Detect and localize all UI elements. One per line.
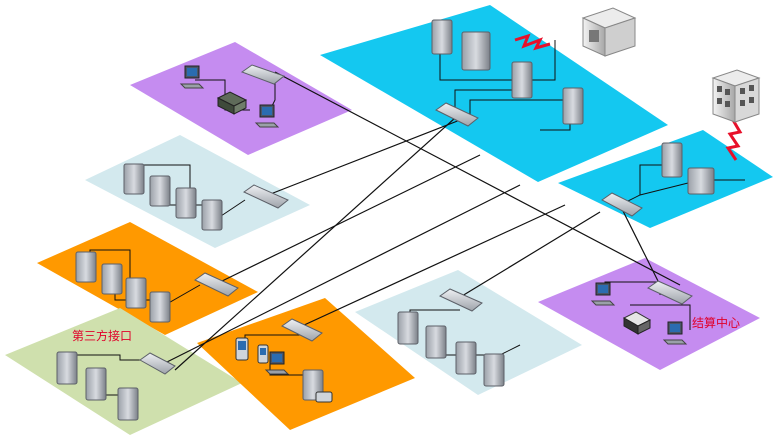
server-tower-icon (687, 167, 715, 195)
building-icon (711, 69, 761, 123)
network-switch-icon (435, 102, 479, 127)
wireless-link-icon (514, 33, 551, 51)
zone-settlement-center (538, 258, 760, 370)
printer-icon (216, 91, 248, 115)
settlement-center-label: 结算中心 (692, 315, 740, 330)
network-switch-icon (281, 318, 323, 342)
desktop-computer-icon (590, 282, 616, 306)
network-switch-icon (647, 280, 693, 305)
handheld-terminal-icon (315, 391, 333, 403)
server-tower-icon (397, 311, 419, 345)
zone-servers-lightblue-right (355, 270, 582, 395)
handheld-terminal-icon (257, 344, 269, 364)
network-switch-icon (601, 192, 643, 217)
network-switch-icon (240, 64, 286, 85)
desktop-computer-icon (254, 104, 280, 128)
server-tower-icon (562, 87, 584, 125)
wireless-link-icon (725, 119, 743, 161)
desktop-computer-icon (264, 351, 290, 375)
server-tower-icon (123, 163, 145, 195)
server-tower-icon (425, 325, 447, 359)
printer-icon (622, 311, 652, 335)
server-tower-icon (149, 175, 171, 207)
zone-servers-lightblue-left (85, 135, 310, 248)
server-tower-icon (483, 353, 505, 387)
server-tower-icon (117, 387, 139, 421)
network-switch-icon (439, 288, 483, 312)
handheld-terminal-icon (235, 337, 249, 361)
server-tower-icon (85, 367, 107, 401)
zone-central-servers (320, 5, 668, 182)
desktop-computer-icon (179, 65, 205, 89)
server-tower-icon (75, 251, 97, 283)
server-tower-icon (461, 31, 491, 71)
zone-mobile-terminals (197, 298, 415, 430)
server-tower-icon (149, 291, 171, 323)
server-tower-icon (56, 351, 78, 385)
server-tower-icon (175, 187, 197, 219)
desktop-computer-icon (662, 321, 688, 345)
network-switch-icon (194, 272, 239, 297)
server-tower-icon (455, 341, 477, 375)
server-tower-icon (101, 263, 123, 295)
server-tower-icon (511, 61, 533, 99)
server-tower-icon (661, 142, 683, 178)
backbone-links (154, 71, 681, 371)
server-tower-icon (201, 199, 223, 231)
network-switch-icon (243, 184, 289, 209)
zone-third-party (5, 308, 242, 435)
building-icon (581, 7, 637, 57)
third-party-interface-label: 第三方接口 (72, 328, 132, 343)
server-tower-icon (125, 277, 147, 309)
network-switch-icon (139, 352, 176, 375)
server-tower-icon (431, 19, 453, 55)
